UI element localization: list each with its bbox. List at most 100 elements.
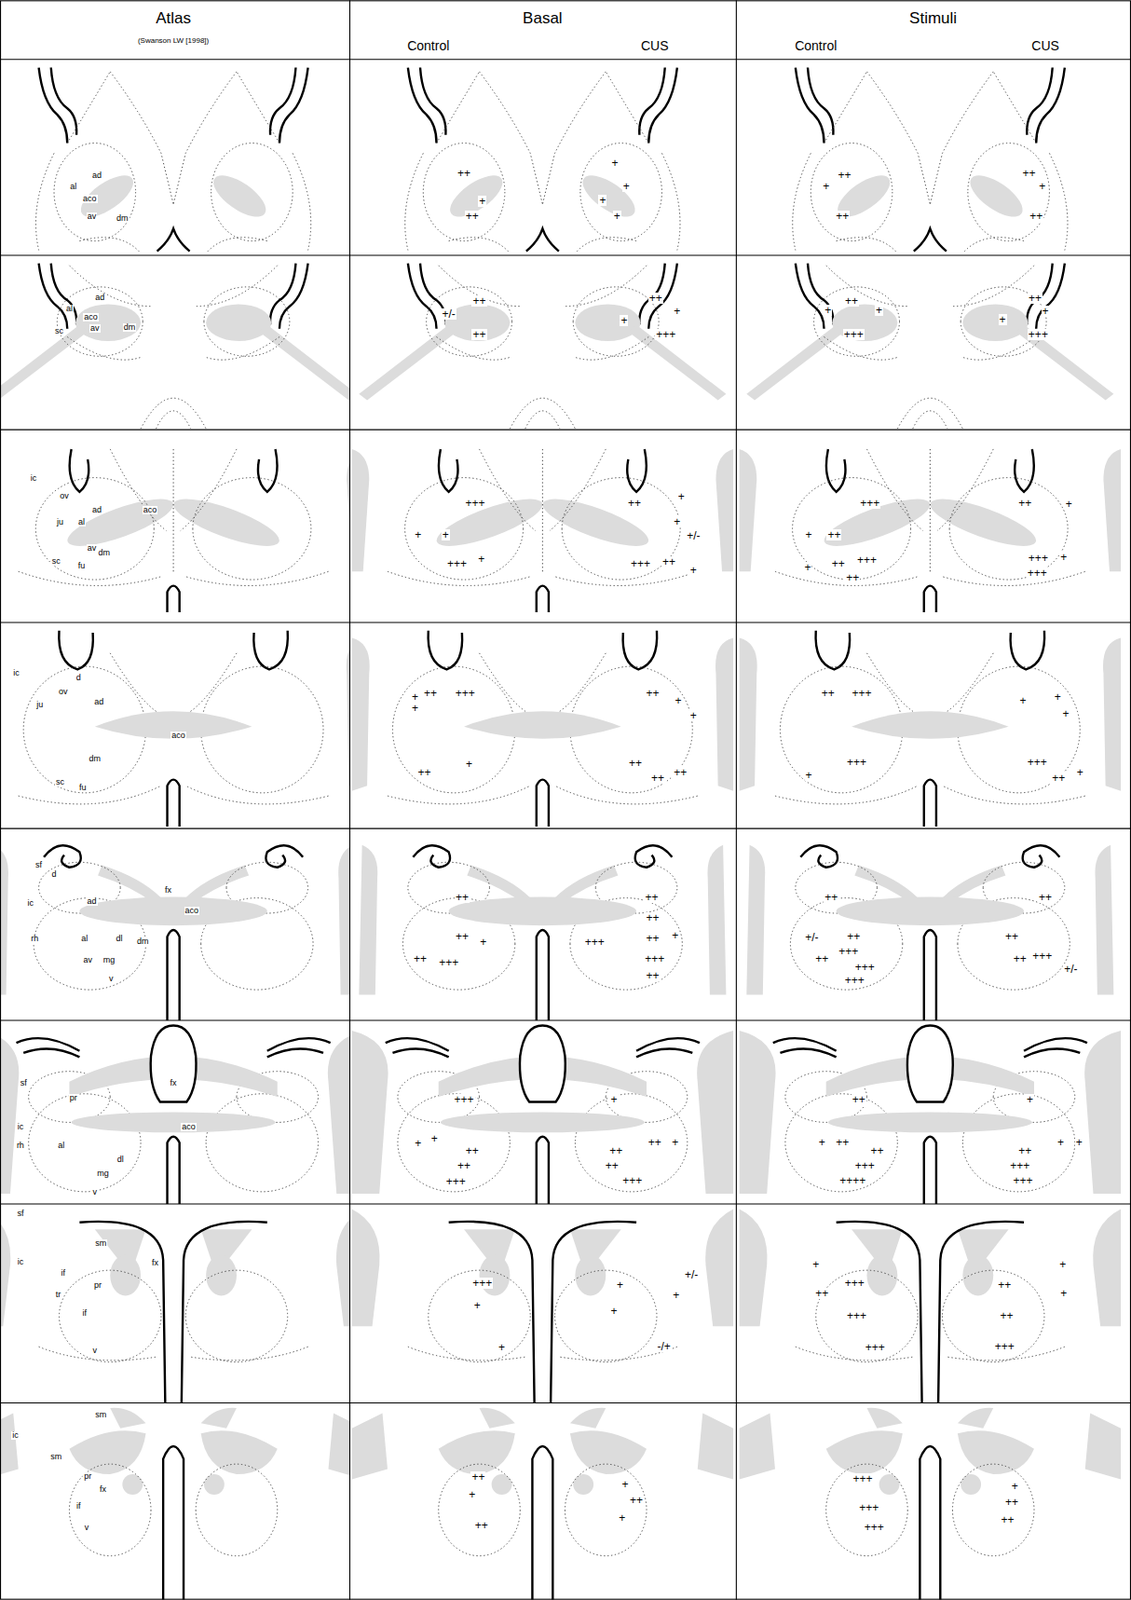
region-abbreviation: sm xyxy=(49,1452,63,1461)
expression-score: + xyxy=(1075,1136,1084,1148)
region-abbreviation: aco xyxy=(180,1122,197,1131)
expression-score: -/+ xyxy=(655,1340,671,1352)
expression-score: ++ xyxy=(650,772,666,784)
expression-score: +++ xyxy=(850,687,873,699)
expression-score: + xyxy=(413,1137,423,1149)
expression-score: + xyxy=(811,1258,820,1270)
expression-score: +++ xyxy=(844,974,866,986)
region-abbreviation: dm xyxy=(88,754,103,764)
region-abbreviation: sc xyxy=(54,777,66,787)
region-abbreviation: aco xyxy=(82,313,99,322)
expression-score: + xyxy=(441,529,450,541)
expression-score: + xyxy=(1076,766,1085,778)
expression-score: +++ xyxy=(863,1521,886,1533)
column-heading: Basal xyxy=(521,10,564,27)
expression-score: + xyxy=(410,702,420,714)
group-heading: Control xyxy=(793,39,838,53)
expression-score: + xyxy=(1058,1258,1067,1270)
expression-score: +++ xyxy=(845,1309,868,1322)
expression-score: ++ xyxy=(643,891,659,903)
region-abbreviation: ad xyxy=(86,897,98,906)
region-abbreviation: aco xyxy=(142,505,159,515)
expression-score: +++ xyxy=(584,936,606,948)
expression-score: + xyxy=(672,305,682,317)
expression-score: +++ xyxy=(454,687,477,699)
expression-score: + xyxy=(1053,691,1063,703)
region-abbreviation: ad xyxy=(91,505,103,515)
expression-score: ++ xyxy=(627,757,643,769)
expression-score: + xyxy=(1041,305,1050,317)
region-abbreviation: v xyxy=(92,1187,99,1197)
region-abbreviation: ad xyxy=(91,171,103,180)
region-abbreviation: aco xyxy=(81,194,98,204)
group-heading: CUS xyxy=(640,39,670,53)
region-abbreviation: fx xyxy=(169,1078,178,1088)
expression-score: + xyxy=(611,157,620,169)
region-abbreviation: ad xyxy=(93,697,105,707)
region-abbreviation: fu xyxy=(77,561,87,571)
expression-score: ++ xyxy=(836,169,852,181)
column-heading: Stimuli xyxy=(908,10,958,27)
expression-score: ++ xyxy=(604,1159,620,1172)
expression-score: ++ xyxy=(661,556,677,568)
expression-score: + xyxy=(817,1136,827,1148)
expression-score: + xyxy=(1037,180,1047,192)
expression-score: ++ xyxy=(1017,1144,1033,1157)
expression-score: ++ xyxy=(672,766,688,778)
region-abbreviation: if xyxy=(60,1268,68,1278)
expression-score: ++ xyxy=(645,687,661,699)
expression-score: +++ xyxy=(446,558,468,570)
expression-score: ++ xyxy=(1012,953,1028,965)
expression-score: + xyxy=(467,1488,477,1500)
expression-score: +++ xyxy=(621,1174,643,1186)
region-abbreviation: ic xyxy=(27,899,36,908)
expression-score: + xyxy=(672,516,682,528)
expression-score: +++ xyxy=(858,1501,880,1513)
expression-score: ++ xyxy=(645,932,661,944)
expression-score: + xyxy=(430,1132,439,1145)
region-abbreviation: sc xyxy=(51,557,62,566)
expression-score: ++++ xyxy=(838,1174,867,1186)
expression-score: + xyxy=(613,210,622,222)
expression-score: ++ xyxy=(869,1144,885,1157)
expression-score: + xyxy=(874,304,884,316)
expression-score: ++ xyxy=(823,891,839,903)
expression-score: + xyxy=(609,1305,618,1317)
region-abbreviation: v xyxy=(83,1523,91,1532)
expression-score: + xyxy=(473,1299,482,1311)
expression-score: ++ xyxy=(647,1136,663,1148)
region-abbreviation: dm xyxy=(96,548,111,558)
expression-score: +++ xyxy=(854,1159,876,1172)
expression-score: + xyxy=(670,1136,680,1148)
expression-score: + xyxy=(998,313,1008,326)
region-abbreviation: av xyxy=(86,212,98,221)
expression-score: + xyxy=(464,758,474,770)
expression-score: + xyxy=(1025,1093,1035,1105)
expression-score: + xyxy=(689,709,698,722)
expression-score: + xyxy=(1064,498,1074,510)
region-abbreviation: fx xyxy=(150,1258,160,1268)
expression-score: ++ xyxy=(851,1093,867,1105)
expression-score: ++ xyxy=(648,292,664,304)
expression-score: + xyxy=(477,195,487,207)
region-abbreviation: rh xyxy=(29,934,40,943)
expression-score: + xyxy=(617,1512,627,1524)
expression-score: +++ xyxy=(445,1175,467,1187)
expression-score: +++ xyxy=(852,1472,874,1485)
expression-score: +++ xyxy=(464,497,487,509)
expression-score: + xyxy=(1061,708,1070,720)
expression-score: ++ xyxy=(834,1136,850,1148)
region-abbreviation: pr xyxy=(93,1280,103,1290)
expression-score: ++ xyxy=(1000,1513,1016,1526)
expression-score: +++ xyxy=(858,497,881,509)
expression-score: ++ xyxy=(1050,772,1066,784)
expression-score: +++ xyxy=(643,953,666,965)
region-abbreviation: av xyxy=(89,324,101,333)
expression-score: ++ xyxy=(831,558,846,570)
region-abbreviation: sf xyxy=(15,1209,25,1218)
expression-score: +++ xyxy=(654,328,677,341)
region-abbreviation: d xyxy=(51,870,58,879)
expression-score: + xyxy=(1059,1287,1068,1299)
expression-score: ++ xyxy=(1027,292,1043,304)
expression-score: ++ xyxy=(464,1144,480,1157)
